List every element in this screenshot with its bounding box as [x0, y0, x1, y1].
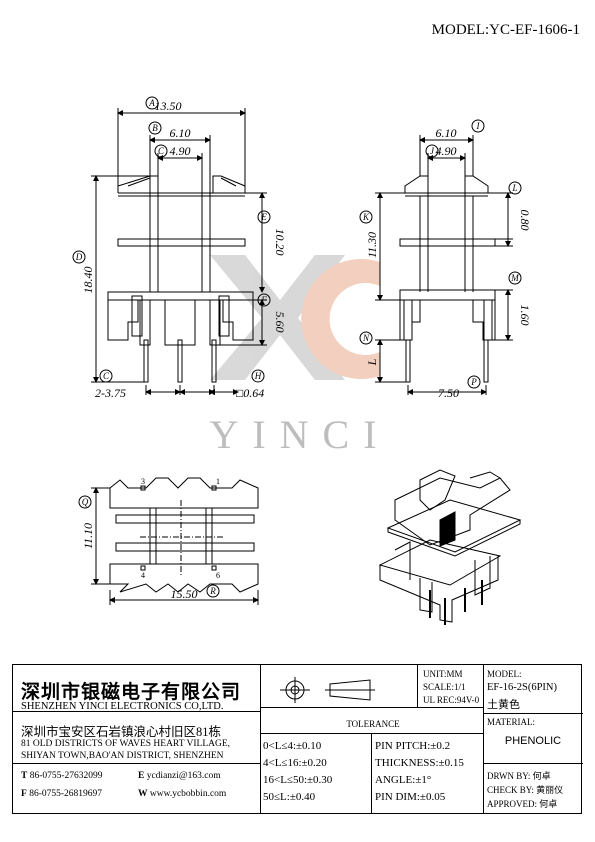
label-circles [72, 96, 522, 598]
tel-row: T 86-0755-27632099 [21, 771, 103, 781]
address-en-line1: 81 OLD DISTRICTS OF WAVES HEART VILLAGE, [21, 739, 231, 749]
dim-g: 2-3.75 [95, 386, 126, 400]
web-value: www.ycbobbin.com [149, 789, 227, 799]
bottom-view [91, 477, 259, 605]
label-m: M [510, 273, 519, 283]
check-by: CHECK BY: 黄丽仪 [487, 785, 564, 795]
dim-e: 10.20 [273, 229, 287, 256]
dim-j: 4.90 [436, 144, 457, 158]
unit: UNIT:MM [423, 669, 463, 679]
tolerance-left-2: 16<L≤50:±0.30 [263, 774, 333, 786]
watermark-text: YINCI [209, 412, 390, 457]
dim-k: 11.30 [365, 232, 379, 258]
dim-m: 1.60 [518, 305, 532, 326]
email-label: E [138, 771, 145, 781]
pin-1: 1 [216, 477, 220, 486]
isometric-view [378, 469, 522, 625]
label-j: J [430, 146, 435, 156]
tolerance-left-0: 0<L≤4:±0.10 [263, 740, 322, 752]
label-g: C [103, 371, 110, 381]
fax-row: F 86-0755-26819697 [21, 789, 102, 799]
email-row: E ycdianzi@163.com [138, 771, 221, 781]
fax-label: F [21, 789, 27, 799]
web-label: W [138, 789, 148, 799]
label-c: C [158, 146, 165, 156]
label-h: H [254, 371, 262, 381]
label-k: K [362, 212, 370, 222]
model-number: MODEL:YC-EF-1606-1 [431, 22, 580, 38]
dim-c: 4.90 [170, 144, 191, 158]
address-cn: 深圳市宝安区石岩镇浪心村旧区81栋 [21, 725, 222, 739]
model-value: EF-16-2S(6PIN) [487, 682, 557, 693]
label-b: B [152, 123, 158, 133]
dim-q: 11.10 [81, 523, 95, 549]
model-label: MODEL: [487, 669, 522, 679]
label-i: I [476, 121, 481, 131]
tolerance-right-2: ANGLE:±1° [375, 774, 432, 786]
approved-by: APPROVED: 何卓 [487, 799, 558, 809]
tel-label: T [21, 771, 28, 781]
side-view [375, 135, 513, 395]
label-p: P [470, 377, 477, 387]
web-row: W www.ycbobbin.com [138, 789, 226, 799]
tolerance-right-0: PIN PITCH:±0.2 [375, 740, 451, 752]
dim-r: 15.50 [171, 587, 198, 601]
tolerance-right-3: PIN DIM:±0.05 [375, 791, 446, 803]
material-value: PHENOLIC [504, 735, 562, 747]
label-n: N [362, 333, 370, 343]
company-name-en: SHENZHEN YINCI ELECTRONICS CO,LTD. [21, 701, 224, 712]
dim-d: 18.40 [81, 267, 95, 294]
technical-drawing: YINCI [72, 96, 532, 625]
title-block: 深圳市银磁电子有限公司 SHENZHEN YINCI ELECTRONICS C… [12, 664, 583, 814]
dim-b: 6.10 [170, 126, 191, 140]
label-d: D [75, 252, 83, 262]
scale: SCALE:1/1 [423, 682, 466, 692]
tolerance-title: TOLERANCE [346, 719, 400, 729]
pin-6: 6 [216, 571, 220, 580]
dim-f: 5.60 [273, 312, 287, 333]
color-value: 土黄色 [487, 698, 520, 711]
drawn-by: DRWN BY: 何卓 [487, 771, 551, 781]
tel-value: 86-0755-27632099 [29, 771, 103, 781]
dim-p: 7.50 [438, 386, 459, 400]
fax-value: 86-0755-26819697 [29, 789, 103, 799]
address-en-line2: SHIYAN TOWN,BAO'AN DISTRICT, SHENZHEN [21, 751, 224, 761]
label-a: A [148, 98, 155, 108]
pin-3: 3 [141, 477, 145, 486]
email-value: ycdianzi@163.com [146, 771, 221, 781]
ul-rec: UL REC:94V-0 [423, 695, 480, 705]
tolerance-left-3: 50≤L:±0.40 [263, 791, 316, 803]
label-f: F [260, 295, 267, 305]
dim-i: 6.10 [436, 126, 457, 140]
label-e: E [260, 212, 267, 222]
dim-a: 13.50 [155, 99, 182, 113]
projection-symbol [280, 677, 375, 703]
label-q: Q [82, 497, 89, 507]
dimension-values: 13.50 6.10 4.90 18.40 10.20 5.60 2-3.75 … [81, 99, 532, 601]
dim-n: L [365, 358, 379, 366]
label-letters: A B C D E F C H I J K L M N P Q R [75, 98, 520, 596]
tolerance-left-1: 4<L≤16:±0.20 [263, 757, 327, 769]
pin-4: 4 [141, 571, 145, 580]
company-name-cn: 深圳市银磁电子有限公司 [21, 682, 242, 703]
dim-h: □0.64 [236, 386, 264, 400]
dim-l: 0.80 [518, 210, 532, 231]
label-r: R [209, 586, 216, 596]
label-l: L [511, 183, 517, 193]
tolerance-right-1: THICKNESS:±0.15 [375, 757, 464, 769]
front-view [91, 108, 267, 395]
material-label: MATERIAL: [487, 717, 535, 727]
pin-numbers: 3 1 4 6 [141, 477, 220, 580]
watermark-logo [210, 255, 380, 380]
